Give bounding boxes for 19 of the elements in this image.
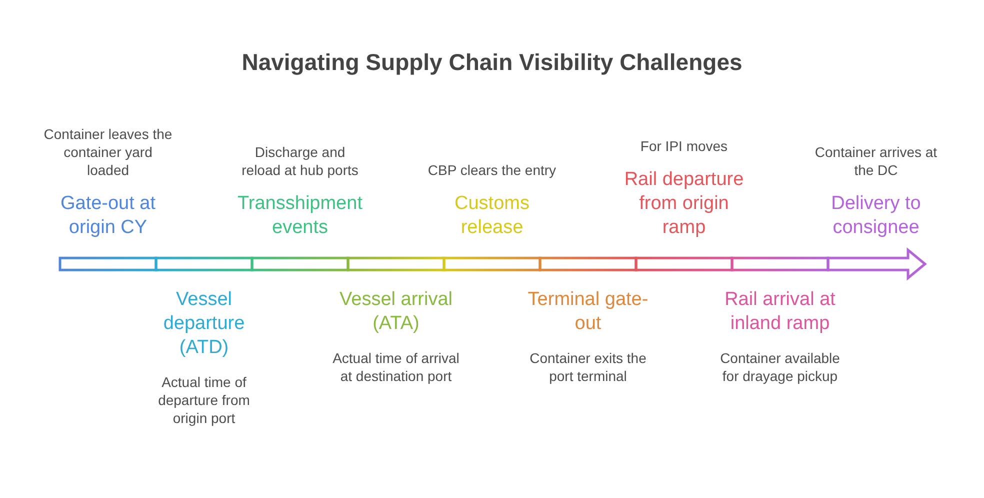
milestone-title: Delivery to consignee (830, 192, 922, 240)
milestone-description: Container arrives at the DC (814, 143, 938, 179)
milestone-description: Actual time of departure from origin port (158, 373, 250, 427)
milestone-title: Terminal gate-out (527, 288, 649, 336)
milestone-title: Vessel departure (ATD) (162, 288, 246, 360)
milestone-title: Transshipment events (237, 192, 363, 240)
milestone-description: Container exits the port terminal (529, 349, 647, 385)
milestone-title: Customs release (454, 192, 530, 240)
milestone-title: Rail arrival at inland ramp (724, 288, 836, 336)
milestone-description: For IPI moves (640, 137, 728, 155)
milestone-description: Container available for drayage pickup (720, 349, 840, 385)
milestone-title: Rail departure from origin ramp (624, 168, 744, 240)
milestone-description: Container leaves the container yard loaded (43, 125, 173, 179)
milestone-description: CBP clears the entry (427, 161, 557, 179)
milestone-title: Gate-out at origin CY (60, 192, 156, 240)
milestone-title: Vessel arrival (ATA) (339, 288, 453, 336)
milestone-description: Actual time of arrival at destination port (332, 349, 460, 385)
diagram-title: Navigating Supply Chain Visibility Challenges (242, 48, 742, 76)
milestone-description: Discharge and reload at hub ports (241, 143, 359, 179)
